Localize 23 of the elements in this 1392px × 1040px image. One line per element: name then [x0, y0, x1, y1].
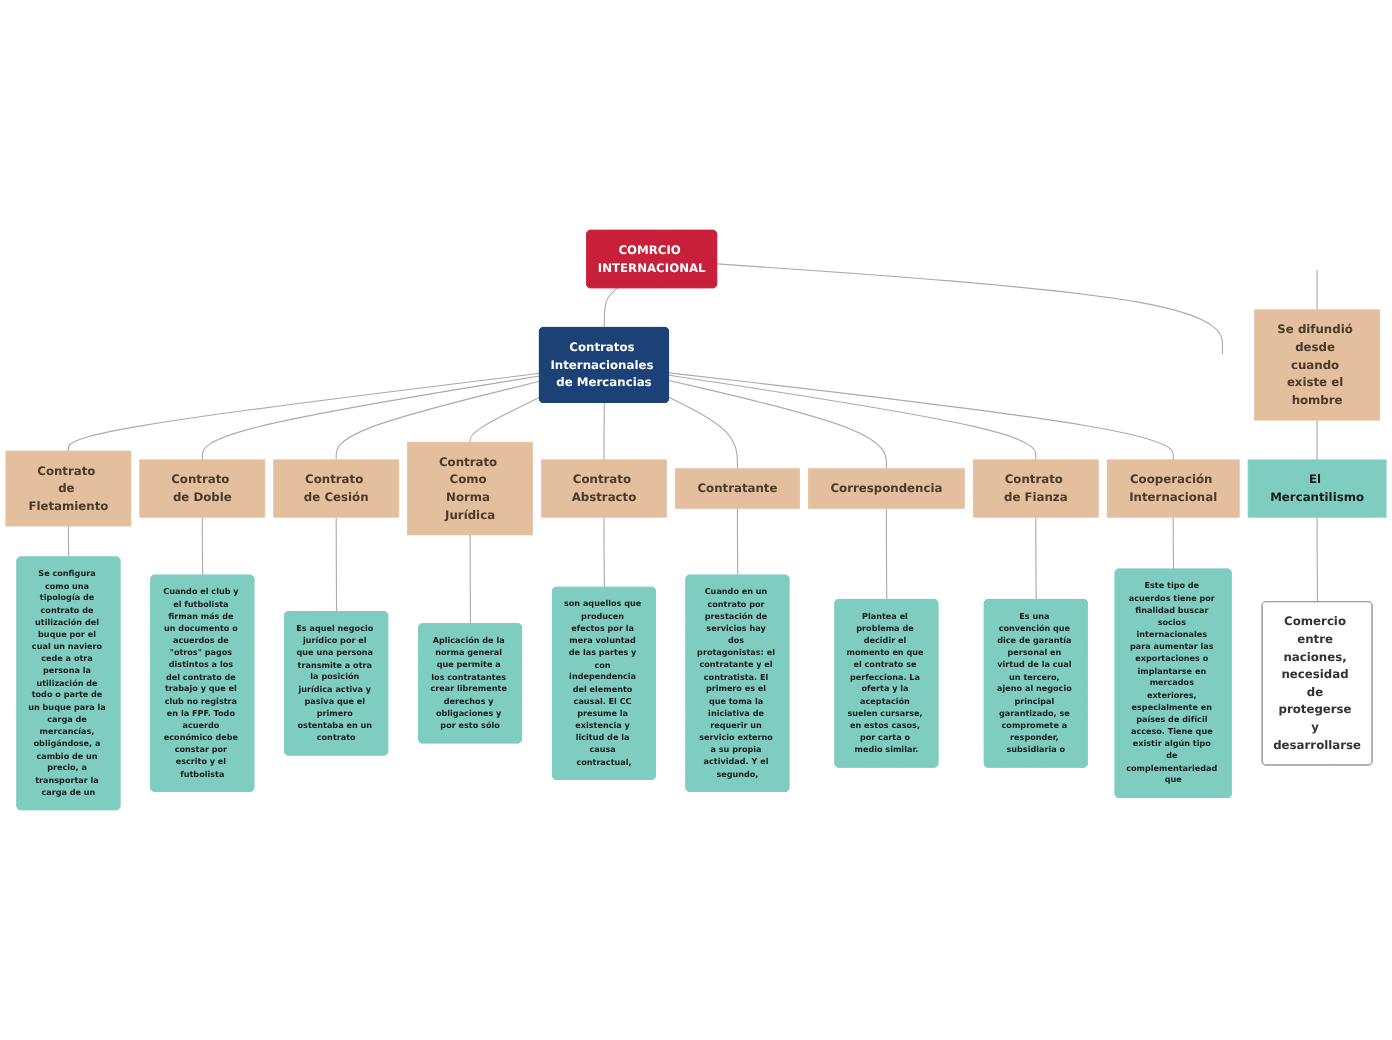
- connector: [668, 379, 887, 470]
- connector: [335, 516, 338, 613]
- connector: [885, 507, 888, 601]
- connector: [201, 375, 541, 461]
- connector: [603, 402, 605, 461]
- connector: [1316, 269, 1318, 311]
- connector: [716, 263, 1223, 355]
- connector: [603, 287, 619, 329]
- connector: [668, 396, 738, 470]
- connector: [736, 507, 739, 577]
- connector: [1316, 419, 1318, 461]
- connector: [67, 525, 70, 558]
- connector: [335, 380, 541, 461]
- connector: [603, 516, 605, 589]
- connector: [201, 516, 204, 577]
- connector: [1316, 516, 1318, 603]
- connector: [469, 396, 541, 443]
- connector: [668, 374, 1037, 461]
- connector: [67, 372, 541, 452]
- connector: [1172, 516, 1175, 570]
- connector: [1035, 516, 1037, 601]
- connector: [668, 372, 1174, 461]
- connector: [469, 534, 471, 625]
